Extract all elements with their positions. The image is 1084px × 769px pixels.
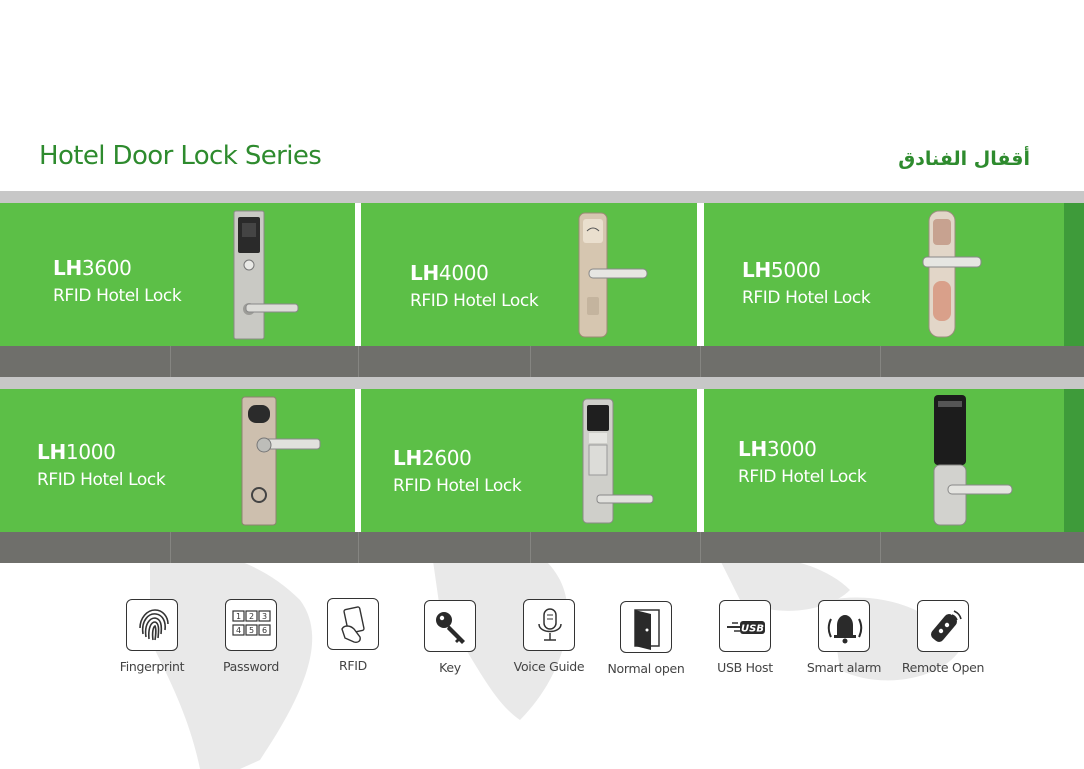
feature-key: Key: [402, 600, 498, 675]
svg-text:1: 1: [236, 612, 241, 621]
feature-label: Normal open: [607, 661, 685, 676]
feature-label: RFID: [339, 658, 367, 673]
feature-label: Voice Guide: [513, 659, 585, 674]
usb-icon: USB: [727, 621, 765, 635]
feature-rfid: RFID: [305, 598, 401, 673]
feature-label: Remote Open: [901, 660, 985, 675]
feature-remote-open: Remote Open: [895, 600, 991, 675]
product-card-lh5000[interactable]: LH5000 RFID Hotel Lock: [704, 203, 1064, 346]
product-description: RFID Hotel Lock: [37, 470, 166, 490]
product-description: RFID Hotel Lock: [742, 288, 871, 308]
feature-icons-row: Fingerprint 1 2 3 4 5 6: [0, 592, 1084, 692]
feature-label: Smart alarm: [806, 660, 882, 675]
product-card-lh3000[interactable]: LH3000 RFID Hotel Lock: [704, 389, 1064, 532]
svg-text:3: 3: [262, 612, 267, 621]
product-card-lh4000[interactable]: LH4000 RFID Hotel Lock: [361, 203, 697, 346]
product-card-lh3600[interactable]: LH3600 RFID Hotel Lock: [0, 203, 355, 346]
feature-label: Fingerprint: [119, 659, 185, 674]
svg-text:4: 4: [236, 626, 241, 635]
keypad-icon: 1 2 3 4 5 6: [232, 610, 271, 636]
feature-label: Key: [439, 660, 461, 675]
product-card-lh2600[interactable]: LH2600 RFID Hotel Lock: [361, 389, 697, 532]
svg-text:5: 5: [249, 626, 254, 635]
product-row-2: LH1000 RFID Hotel Lock LH2600 RFID Hotel…: [0, 377, 1084, 570]
svg-text:2: 2: [249, 612, 254, 621]
product-model: LH2600: [393, 446, 472, 470]
page-title: Hotel Door Lock Series: [39, 141, 322, 171]
product-model: LH3600: [53, 256, 132, 280]
feature-smart-alarm: Smart alarm: [796, 600, 892, 675]
remote-control-icon: [931, 610, 962, 642]
alarm-bell-icon: [827, 615, 863, 644]
feature-label: USB Host: [717, 660, 773, 675]
svg-text:6: 6: [262, 626, 267, 635]
row-bottom-strip: [0, 532, 1084, 563]
row-bottom-strip: [0, 346, 1084, 377]
row-top-strip: [0, 377, 1084, 389]
feature-password: 1 2 3 4 5 6 Password: [203, 599, 299, 674]
lock-lh5000-image: [922, 210, 982, 338]
arabic-page-title: أقفال الفنادق: [898, 148, 1030, 170]
product-description: RFID Hotel Lock: [53, 286, 182, 306]
lock-lh4000-image: [578, 212, 648, 338]
microphone-icon: [538, 608, 562, 641]
lock-lh1000-image: [241, 396, 321, 526]
product-description: RFID Hotel Lock: [738, 467, 867, 487]
fingerprint-icon: [139, 609, 169, 641]
key-icon: [436, 612, 465, 644]
product-model: LH1000: [37, 440, 116, 464]
open-door-icon: [634, 609, 660, 650]
lock-lh3000-image: [933, 395, 1013, 526]
product-description: RFID Hotel Lock: [393, 476, 522, 496]
product-model: LH4000: [410, 261, 489, 285]
product-row-1: LH3600 RFID Hotel Lock LH4000 RFID Hotel…: [0, 191, 1084, 384]
product-model: LH3000: [738, 437, 817, 461]
feature-voice-guide: Voice Guide: [501, 599, 597, 674]
product-description: RFID Hotel Lock: [410, 291, 539, 311]
feature-fingerprint: Fingerprint: [104, 599, 200, 674]
row-edge-strip: [1064, 203, 1084, 346]
product-card-lh1000[interactable]: LH1000 RFID Hotel Lock: [0, 389, 355, 532]
feature-label: Password: [223, 659, 279, 674]
feature-usb-host: USB USB Host: [697, 600, 793, 675]
product-model: LH5000: [742, 258, 821, 282]
rfid-card-icon: [341, 606, 365, 643]
svg-text:USB: USB: [741, 624, 764, 635]
row-top-strip: [0, 191, 1084, 203]
lock-lh3600-image: [233, 210, 299, 340]
lock-lh2600-image: [582, 398, 654, 524]
row-edge-strip: [1064, 389, 1084, 532]
feature-normal-open: Normal open: [598, 601, 694, 676]
